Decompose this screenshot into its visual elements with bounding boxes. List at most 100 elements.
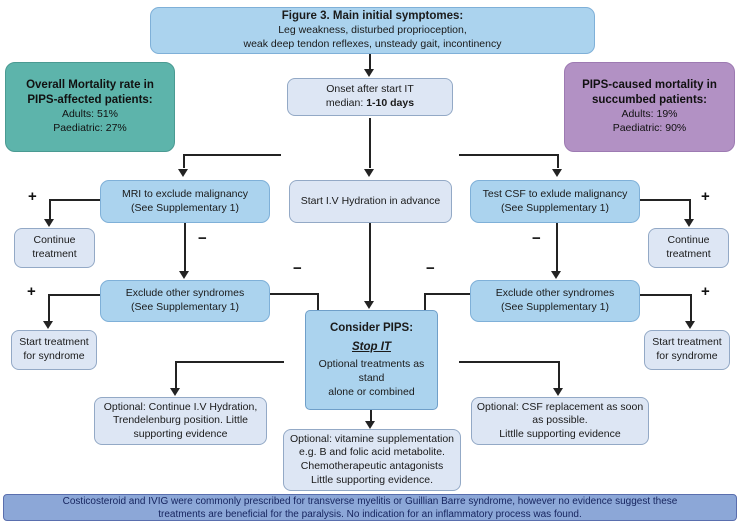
main-symptoms-box: Figure 3. Main initial symptomes: Leg we… xyxy=(150,7,595,54)
connector-consider-optional-left xyxy=(175,361,177,388)
optional-vitamins-box: Optional: vitamine supplementation e.g. … xyxy=(283,429,461,491)
connector-consider-optional-center xyxy=(370,410,372,421)
arrowhead xyxy=(170,388,180,396)
arrowhead xyxy=(552,169,562,177)
start-treatment-right-box: Start treatment for syndrome xyxy=(644,330,730,370)
optional-line: Optional: Continue I.V Hydration, xyxy=(103,400,258,413)
optional-hydration-box: Optional: Continue I.V Hydration, Trende… xyxy=(94,397,267,445)
start-treatment-line: Start treatment xyxy=(652,336,722,349)
optional-csf-box: Optional: CSF replacement as soon as pos… xyxy=(471,397,649,445)
connector-exclude-starttreatment-left xyxy=(48,294,100,296)
minus-sign: − xyxy=(532,230,541,247)
arrowhead xyxy=(553,388,563,396)
mri-line: MRI to exclude malignancy xyxy=(121,187,249,200)
continue-line: treatment xyxy=(666,248,711,260)
plus-sign: + xyxy=(701,188,710,205)
connector-mri-continue xyxy=(49,199,100,201)
continue-treatment-right-box: Continue treatment xyxy=(648,228,729,268)
minus-sign: − xyxy=(426,260,435,277)
connector-exclude-starttreatment-right xyxy=(690,294,692,321)
mri-supplementary: (See Supplementary 1) xyxy=(131,201,239,214)
optional-line: supporting evidence xyxy=(133,427,228,440)
onset-median-value: 1-10 days xyxy=(366,97,415,109)
connector-branch-right xyxy=(459,154,557,156)
plus-sign: + xyxy=(27,283,36,300)
overall-mortality-title: PIPS-affected patients: xyxy=(27,94,153,107)
connector-exclude-starttreatment-right xyxy=(640,294,692,296)
figure-title: Figure 3. Main initial symptomes: xyxy=(281,10,464,23)
hydration-box: Start I.V Hydration in advance xyxy=(289,180,452,223)
onset-line: Onset after start IT xyxy=(326,83,414,96)
start-treatment-line: Start treatment xyxy=(19,336,89,349)
optional-line: Optional: vitamine supplementation xyxy=(289,432,454,445)
symptoms-line: Leg weakness, disturbed proprioception, xyxy=(278,24,467,37)
connector-csf-continue xyxy=(689,199,691,219)
arrowhead xyxy=(44,219,54,227)
onset-median-label: median: xyxy=(325,97,367,109)
arrowhead xyxy=(684,219,694,227)
connector-consider-optional-right xyxy=(558,361,560,388)
minus-sign: − xyxy=(293,260,302,277)
connector-exclude-starttreatment-left xyxy=(48,294,50,321)
consider-pips-title: Consider PIPS: xyxy=(329,321,414,334)
optional-line: Chemotherapeutic antagonists xyxy=(300,460,444,472)
continue-line: treatment xyxy=(32,248,77,260)
optional-line: Little supporting evidence. xyxy=(311,473,433,486)
minus-sign: − xyxy=(198,230,207,247)
connector-exclude-consider-right xyxy=(424,293,426,310)
connector-onset-hydration xyxy=(369,118,371,168)
plus-sign: + xyxy=(701,283,710,300)
connector-consider-optional-left xyxy=(175,361,284,363)
exclude-supplementary: (See Supplementary 1) xyxy=(501,301,609,313)
arrowhead xyxy=(43,321,53,329)
footnote-line: treatments are beneficial for the paraly… xyxy=(158,508,582,520)
csf-line: Test CSF to exlude malignancy xyxy=(482,187,628,200)
exclude-line: Exclude other syndromes xyxy=(495,287,615,300)
consider-pips-line: alone or combined xyxy=(328,385,415,398)
footnote-line: Costicosteroid and IVIG were commonly pr… xyxy=(62,495,678,507)
pips-mortality-title: succumbed patients: xyxy=(591,94,708,107)
plus-sign: + xyxy=(28,188,37,205)
exclude-syndromes-right-box: Exclude other syndromes (See Supplementa… xyxy=(470,280,640,322)
arrowhead xyxy=(364,301,374,309)
consider-pips-line: Optional treatments as stand xyxy=(318,358,425,385)
arrowhead xyxy=(685,321,695,329)
start-treatment-left-box: Start treatment for syndrome xyxy=(11,330,97,370)
connector-mri-exclude xyxy=(184,223,186,271)
optional-line: Optional: CSF replacement as soon xyxy=(476,400,644,413)
overall-mortality-adults: Adults: 51% xyxy=(61,108,119,121)
exclude-supplementary: (See Supplementary 1) xyxy=(131,301,239,313)
connector-branch-left xyxy=(183,154,281,156)
pips-mortality-paediatric: Paediatric: 90% xyxy=(612,121,687,134)
connector-branch-left xyxy=(183,154,185,168)
connector-title-onset xyxy=(369,54,371,70)
overall-mortality-paediatric: Paediatric: 27% xyxy=(53,121,127,134)
optional-line: as possible. xyxy=(532,414,588,427)
symptoms-line: weak deep tendon reflexes, unsteady gait… xyxy=(243,37,502,50)
connector-mri-continue xyxy=(49,199,51,219)
connector-csf-exclude xyxy=(556,223,558,271)
consider-pips-box: Consider PIPS: Stop IT Optional treatmen… xyxy=(305,310,438,410)
stop-it-label: Stop IT xyxy=(352,340,391,353)
footnote-banner: Costicosteroid and IVIG were commonly pr… xyxy=(3,494,737,521)
connector-consider-optional-right xyxy=(459,361,560,363)
onset-median: median: 1-10 days xyxy=(326,97,414,111)
start-treatment-line: for syndrome xyxy=(656,350,718,362)
connector-csf-continue xyxy=(640,199,691,201)
arrowhead xyxy=(178,169,188,177)
arrowhead xyxy=(364,69,374,77)
connector-hydration-consider xyxy=(369,223,371,301)
exclude-syndromes-left-box: Exclude other syndromes (See Supplementa… xyxy=(100,280,270,322)
exclude-line: Exclude other syndromes xyxy=(125,287,245,300)
arrowhead xyxy=(364,169,374,177)
arrowhead xyxy=(551,271,561,279)
connector-exclude-consider-left xyxy=(270,293,319,295)
connector-branch-right xyxy=(557,154,559,168)
mri-box: MRI to exclude malignancy (See Supplemen… xyxy=(100,180,270,223)
arrowhead xyxy=(365,421,375,429)
continue-line: Continue xyxy=(33,234,76,247)
arrowhead xyxy=(179,271,189,279)
continue-line: Continue xyxy=(667,234,710,247)
optional-line: e.g. B and folic acid metabolite. xyxy=(299,446,445,459)
